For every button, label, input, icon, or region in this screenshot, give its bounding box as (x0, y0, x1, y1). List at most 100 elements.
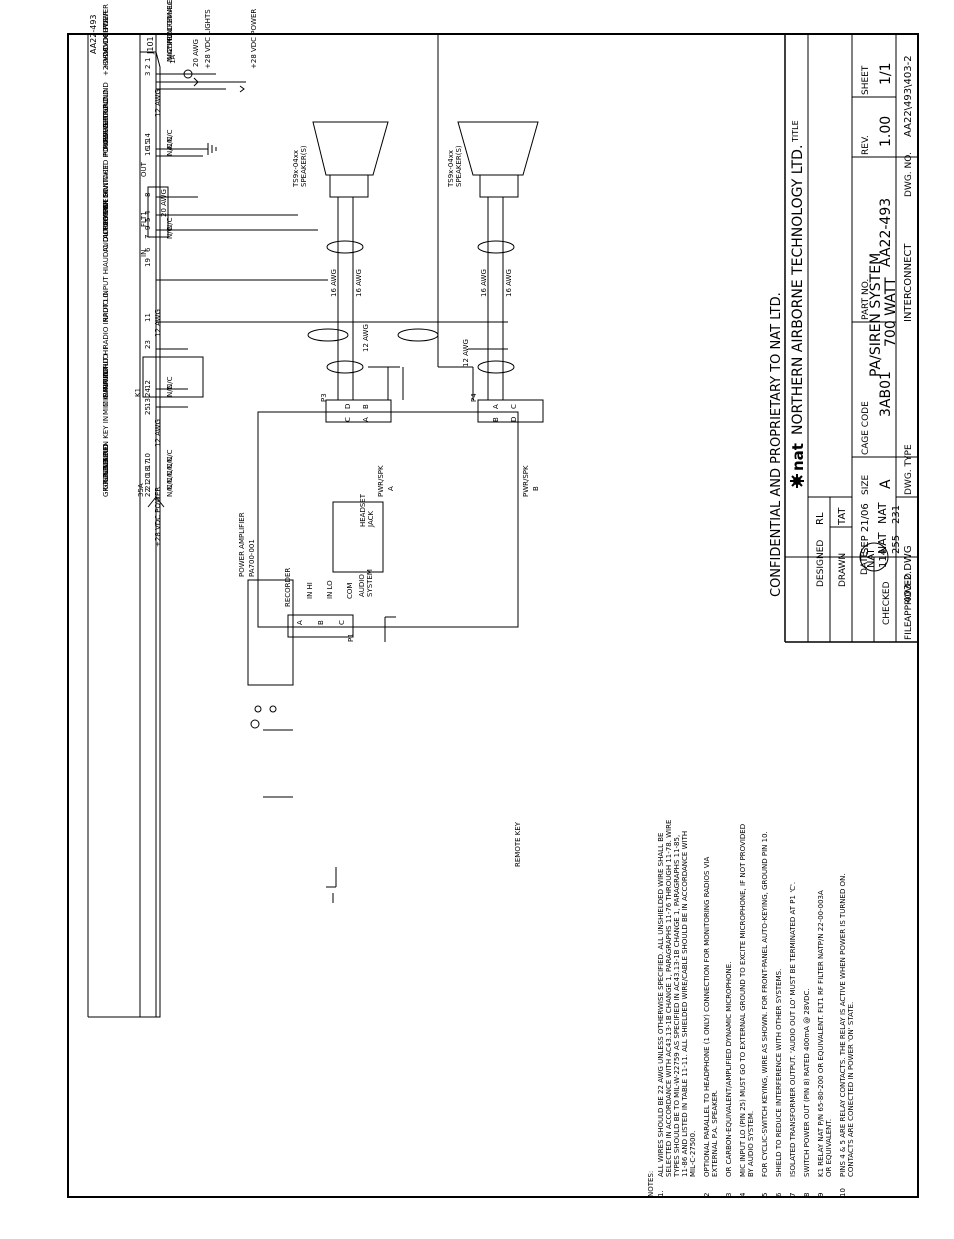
note-number: 6 (775, 1192, 783, 1197)
pin-number: 10 (144, 453, 152, 462)
p4-pin-a: A (492, 404, 500, 409)
p1-label-in-lo: IN LO (326, 580, 334, 599)
checked-stamp-1-number: 231 (891, 505, 902, 524)
awg-20-mid: 20 AWG (160, 189, 168, 217)
pin-signal-label: POWER GROUND (102, 82, 110, 142)
pin-wire-status: N/C (166, 143, 174, 156)
filter-label: FLT1 (140, 211, 148, 227)
fuse-1a-label: 1A (169, 55, 177, 64)
pin-number: 2 (144, 65, 152, 69)
cage-code-value: 3AB01 (878, 371, 894, 417)
p3-connector (325, 399, 392, 423)
checked-stamp-2: NAT (876, 532, 889, 554)
pin-wire-status: N/C (166, 384, 174, 397)
amp-name-1: POWER AMPLIFIER (238, 512, 246, 577)
drawn-label: DRAWN (838, 553, 848, 587)
filter-flt1-box (147, 186, 169, 238)
awg12-d: 12 AWG (362, 324, 370, 352)
pin-number: 22 (144, 488, 152, 497)
pin-wire-status: N/C (166, 136, 174, 149)
connector-label-2: 25 PIN FEMALE DMIN (166, 0, 174, 52)
speaker-wiring (312, 121, 539, 400)
awg12-c: 12 AWG (154, 89, 162, 117)
pin-signal-label: GROUND (102, 458, 110, 490)
headset-label-2: JACK (367, 511, 375, 528)
note-number: 5 (761, 1193, 769, 1197)
title-label: TITLE (791, 120, 800, 143)
pin-signal-label: RADIO INPUT LO (102, 292, 110, 349)
checked-stamp-2-number: 255 (891, 535, 902, 554)
note-line: SELECTED IN ACCORDANCE WITH AC43.13-1B C… (665, 820, 673, 1177)
lights-28vdc-label: +28 VDC LIGHTS (204, 9, 212, 69)
checked-stamp-1: NAT (876, 502, 889, 524)
pin-wire-status: N/C (166, 217, 174, 230)
audio-system-label-1: AUDIO (358, 574, 366, 597)
pin-number: 23 (144, 340, 152, 349)
remote-key-label: REMOTE KEY (514, 821, 522, 867)
dwg-type-value: INTERCONNECT (903, 243, 914, 322)
note-line: K1 RELAY NAT P/N 65-80-200 OR EQUIVALENT… (817, 890, 825, 1177)
pin-signal-label: MIC INPUT HI (102, 361, 110, 407)
note-number: 1. (657, 1190, 665, 1197)
designed-label: DESIGNED (816, 540, 826, 587)
pin-wire-status: N/C (166, 477, 174, 490)
speaker-a-label: SPEAKER(S) (300, 145, 308, 187)
pin-number: 16 (144, 147, 152, 156)
pin-signal-label: +28VDC POWER (102, 4, 110, 62)
sheet-label: SHEET (861, 65, 871, 95)
pin-signal-label: SIREN KEY IN (102, 416, 110, 462)
pin-number: 21 (144, 481, 152, 490)
awg12-e: 12 AWG (462, 339, 470, 367)
j101-connector-box (87, 34, 161, 1018)
pin-number: 14 (144, 133, 152, 142)
pin-number: 24 (144, 388, 152, 397)
confidentiality-notice: CONFIDENTIAL AND PROPRIETARY TO NAT LTD. (769, 292, 784, 597)
awg16-a: 16 AWG (330, 269, 338, 297)
power-28vdc-label: +28 VDC POWER (250, 9, 258, 69)
pin-signal-label: AUDIO OUT HI (102, 202, 110, 252)
note-number: 4 (739, 1192, 747, 1197)
pin-signal-label: GROUND (102, 465, 110, 497)
headset-label-1: HEADSET (359, 493, 367, 527)
relay-k1-icon (142, 356, 204, 398)
pin-signal-label: SHIELD (102, 444, 110, 469)
title-line-2: 700 WATT (883, 277, 899, 347)
fuse-1a-icon (183, 69, 193, 79)
pwr-spk-b-1: PWR/SPK (522, 465, 530, 497)
speaker-a-model: TS9x-04xx (292, 150, 300, 188)
speaker-b-label: SPEAKER(S) (455, 145, 463, 187)
amp-name-2: PA700-001 (248, 539, 256, 577)
size-label: SIZE (861, 474, 871, 495)
note-number: 8 (803, 1193, 811, 1197)
revision-value: 1.00 (878, 116, 894, 147)
note-line: ISOLATED TRANSFORMER OUTPUT. 'AUDIO OUT … (789, 882, 797, 1177)
pin-signal-label: PA INPUT LO (102, 353, 110, 397)
j101-part-label: AA22-493 (89, 14, 98, 54)
p1-label-recorder: RECORDER (284, 568, 292, 607)
pin-wire-status: N/C (166, 376, 174, 389)
note-line: OR CARBON-EQUIVALENT/AMPLIFIED DYNAMIC M… (725, 962, 733, 1177)
pin-signal-label: RESERVED (102, 193, 110, 230)
pin-number: 17 (144, 460, 152, 469)
p4-connector (477, 399, 544, 423)
relay-k1-label: K1 (134, 388, 142, 397)
pin-wire-status: N/C (166, 49, 174, 62)
note-line: ALL WIRES SHOULD BE 22 AWG UNLESS OTHERW… (657, 833, 665, 1177)
j101-ref: J101 (146, 36, 155, 55)
pwr-spk-b-2: B (532, 486, 540, 491)
pin-wire-status: N/C (166, 226, 174, 239)
filter-in-label: IN (140, 250, 148, 257)
drawn-by: TAT (837, 507, 848, 526)
power-feed-wiring (142, 33, 474, 508)
pin-signal-label: POWER GROUND (102, 96, 110, 156)
pwr-spk-a-1: PWR/SPK (377, 465, 385, 497)
awg16-d: 16 AWG (505, 269, 513, 297)
power-amplifier-box (257, 411, 519, 628)
note-line: CONTACTS ARE CONECTED IN POWER 'ON' STAT… (847, 1002, 855, 1177)
cage-code-label: CAGE CODE (861, 401, 871, 455)
awg12-b: 12 AWG (154, 309, 162, 337)
note-number: 9 (817, 1193, 825, 1197)
dwg-no-value: AA22\493\403-2 (903, 55, 914, 137)
p1-label-com: COM (346, 583, 354, 599)
